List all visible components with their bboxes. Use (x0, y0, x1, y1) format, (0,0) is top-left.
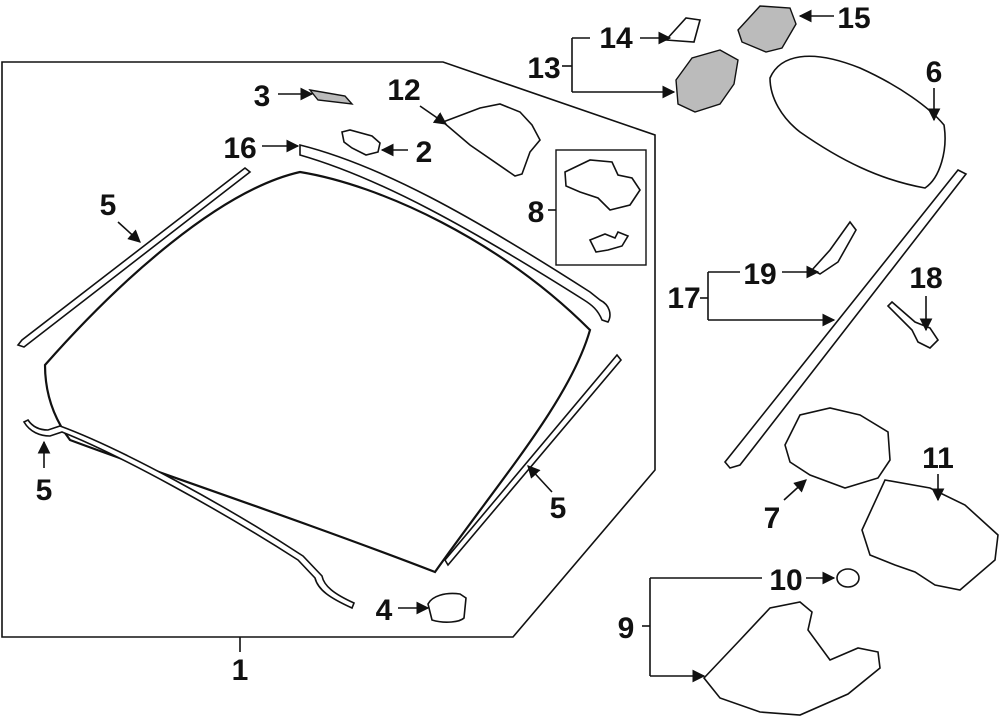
part-8-connector (588, 230, 630, 253)
part-10-bulb (836, 568, 860, 588)
part-13-lamp (675, 49, 739, 113)
callout-2: 2 (416, 136, 433, 169)
leader-7 (783, 479, 807, 501)
callout-7: 7 (764, 502, 781, 535)
lower-cowl-moulding (22, 418, 356, 610)
part-11-console (861, 479, 999, 591)
part-12-bracket (441, 103, 541, 177)
part-8-sensor (564, 159, 641, 211)
callout-12: 12 (387, 74, 420, 107)
callout-5-left-bottom: 5 (36, 474, 53, 507)
part-19-clip (810, 220, 857, 275)
leader-12 (419, 105, 448, 125)
callout-10: 10 (769, 564, 802, 597)
callout-11: 11 (922, 442, 954, 475)
left-side-moulding (16, 166, 252, 348)
callout-8: 8 (528, 196, 545, 229)
part-14-lens (664, 17, 702, 43)
part-4-cover (427, 592, 467, 623)
callout-6: 6 (926, 56, 943, 89)
part-6-mirror (769, 55, 946, 189)
windshield-glass (43, 170, 592, 574)
part-15-switch (737, 5, 797, 53)
part-17-garnish (723, 168, 968, 469)
callout-14: 14 (599, 22, 633, 55)
callout-9: 9 (618, 612, 635, 645)
part-9-cover (702, 601, 881, 716)
leader-5c (527, 465, 553, 493)
callout-17: 17 (667, 282, 700, 315)
callout-13: 13 (527, 52, 560, 85)
part-8-frame (555, 149, 647, 266)
callout-5-left-top: 5 (100, 189, 117, 222)
part-2-clip (341, 129, 381, 156)
callout-5-right: 5 (550, 492, 567, 525)
right-side-moulding (444, 353, 623, 567)
callout-16: 16 (223, 132, 256, 165)
callout-1: 1 (232, 654, 249, 687)
callout-4: 4 (376, 594, 393, 627)
leader-5a (117, 221, 141, 243)
callout-19: 19 (743, 258, 776, 291)
callout-18: 18 (909, 262, 942, 295)
windshield-assembly-boundary (1, 61, 656, 638)
top-moulding (299, 143, 611, 323)
part-3-bracket (308, 88, 354, 105)
part-7-housing (784, 407, 891, 489)
callout-15: 15 (837, 2, 870, 35)
part-18-clip (886, 300, 940, 349)
callout-3: 3 (254, 80, 271, 113)
